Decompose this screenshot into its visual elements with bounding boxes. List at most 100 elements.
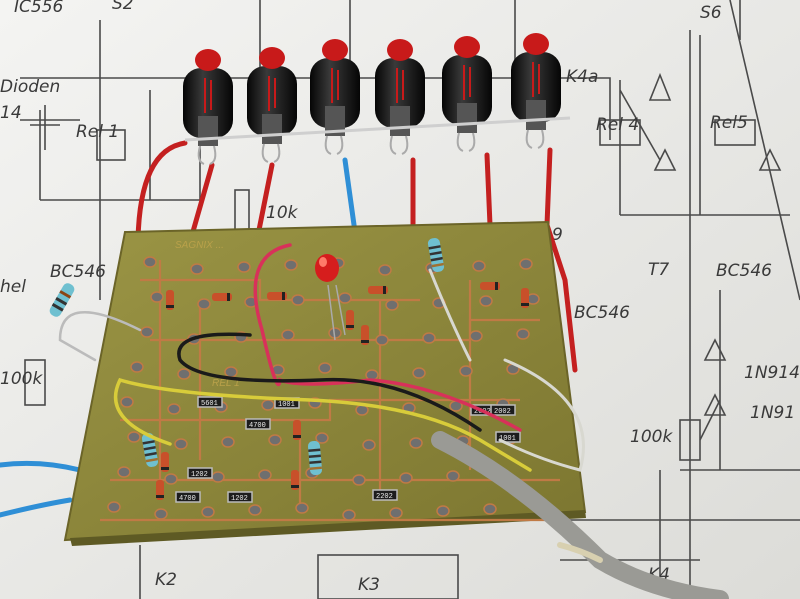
solder-pad — [177, 368, 191, 380]
solder-pad — [409, 437, 423, 449]
label-s2: S2 — [112, 0, 134, 14]
smd-resistor — [372, 489, 398, 501]
label-bc546-right: BC546 — [716, 261, 772, 281]
pushbutton[interactable] — [442, 36, 492, 152]
diode — [361, 325, 369, 345]
diode — [368, 286, 388, 294]
smd-resistor — [175, 491, 201, 503]
solder-pad — [469, 330, 483, 342]
label-t7: T7 — [648, 260, 669, 280]
solder-pad — [221, 436, 235, 448]
solder-pad — [211, 471, 225, 483]
label-k4a: K4a — [566, 67, 598, 87]
red-led — [315, 254, 346, 341]
pushbutton-cap[interactable] — [454, 36, 480, 58]
diode — [212, 293, 232, 301]
solder-pad — [140, 326, 154, 338]
pcb-silkscreen-rel: REL 1 — [212, 378, 240, 389]
pushbutton-cap[interactable] — [523, 33, 549, 55]
solder-pad — [342, 509, 356, 521]
pushbutton-cap[interactable] — [322, 39, 348, 61]
solder-pad — [164, 473, 178, 485]
solder-pad — [446, 470, 460, 482]
solder-pad — [150, 291, 164, 303]
solder-pad — [479, 295, 493, 307]
smd-resistor — [197, 396, 223, 408]
smd-resistor — [490, 404, 516, 416]
solder-pad — [291, 294, 305, 306]
label-bc546-mid: BC546 — [574, 303, 630, 323]
solder-pad — [190, 263, 204, 275]
solder-pad — [472, 260, 486, 272]
smd-label: 4700 — [179, 495, 196, 503]
label-rel5: Rel5 — [710, 113, 748, 133]
label-1n91: 1N91 — [750, 403, 795, 423]
diode — [293, 420, 301, 440]
solder-pad — [154, 508, 168, 520]
diode — [161, 452, 169, 472]
solder-pad — [483, 503, 497, 515]
solder-pad — [127, 431, 141, 443]
smd-label: 2202 — [376, 493, 393, 501]
smd-label: 1001 — [499, 435, 516, 443]
label-bc546-left: BC546 — [50, 262, 106, 282]
solder-pad — [258, 469, 272, 481]
diode — [346, 310, 354, 330]
solder-pad — [352, 474, 366, 486]
solder-pad — [422, 332, 436, 344]
label-k2: K2 — [155, 570, 177, 590]
solder-pad — [224, 366, 238, 378]
label-dioden-sub: 14 — [0, 103, 22, 123]
smd-label: 1202 — [191, 471, 208, 479]
pushbutton-cap[interactable] — [195, 49, 221, 71]
smd-resistor — [495, 431, 521, 443]
label-100k-right: 100k — [630, 427, 673, 447]
label-rel1: Rel 1 — [76, 122, 119, 142]
solder-pad — [284, 259, 298, 271]
solder-pad — [107, 501, 121, 513]
diode — [291, 470, 299, 490]
label-s6: S6 — [700, 3, 722, 23]
solder-pad — [412, 367, 426, 379]
label-100k-left: 100k — [0, 369, 43, 389]
board-jumper-wires — [58, 243, 729, 599]
solder-pad — [237, 261, 251, 273]
diode — [521, 288, 529, 308]
solder-pad — [120, 396, 134, 408]
pushbutton[interactable] — [511, 33, 561, 149]
label-dioden: Dioden — [0, 77, 60, 97]
solder-pad — [338, 292, 352, 304]
pushbutton-cap[interactable] — [387, 39, 413, 61]
label-ic556: IC556 — [14, 0, 64, 17]
solder-pad — [117, 466, 131, 478]
solder-pad — [295, 502, 309, 514]
solder-pad — [389, 507, 403, 519]
smd-label: 5601 — [201, 400, 218, 408]
smd-label: 1001 — [278, 401, 295, 409]
label-k3: K3 — [358, 575, 380, 595]
diode — [156, 480, 164, 500]
pushbutton[interactable] — [247, 47, 297, 163]
pushbutton-cap[interactable] — [259, 47, 285, 69]
smd-resistor — [227, 491, 253, 503]
pushbutton[interactable] — [310, 39, 360, 155]
solder-pad — [174, 438, 188, 450]
pcb-silkscreen-title: SAGNIX ... — [175, 240, 224, 251]
solder-pad — [143, 256, 157, 268]
solder-pad — [459, 365, 473, 377]
solder-pad — [436, 505, 450, 517]
solder-pad — [248, 504, 262, 516]
solder-pad — [516, 328, 530, 340]
solder-pad — [315, 432, 329, 444]
solder-pad — [281, 329, 295, 341]
pushbutton[interactable] — [375, 39, 425, 155]
smd-resistor — [245, 418, 271, 430]
pushbutton-row — [183, 33, 561, 165]
solder-pad — [519, 258, 533, 270]
resistor — [141, 433, 159, 467]
label-partial-left: hel — [0, 277, 26, 297]
schematic-drawing — [20, 0, 800, 599]
smd-label: 4700 — [249, 422, 266, 430]
diode — [166, 290, 174, 310]
diode — [267, 292, 287, 300]
